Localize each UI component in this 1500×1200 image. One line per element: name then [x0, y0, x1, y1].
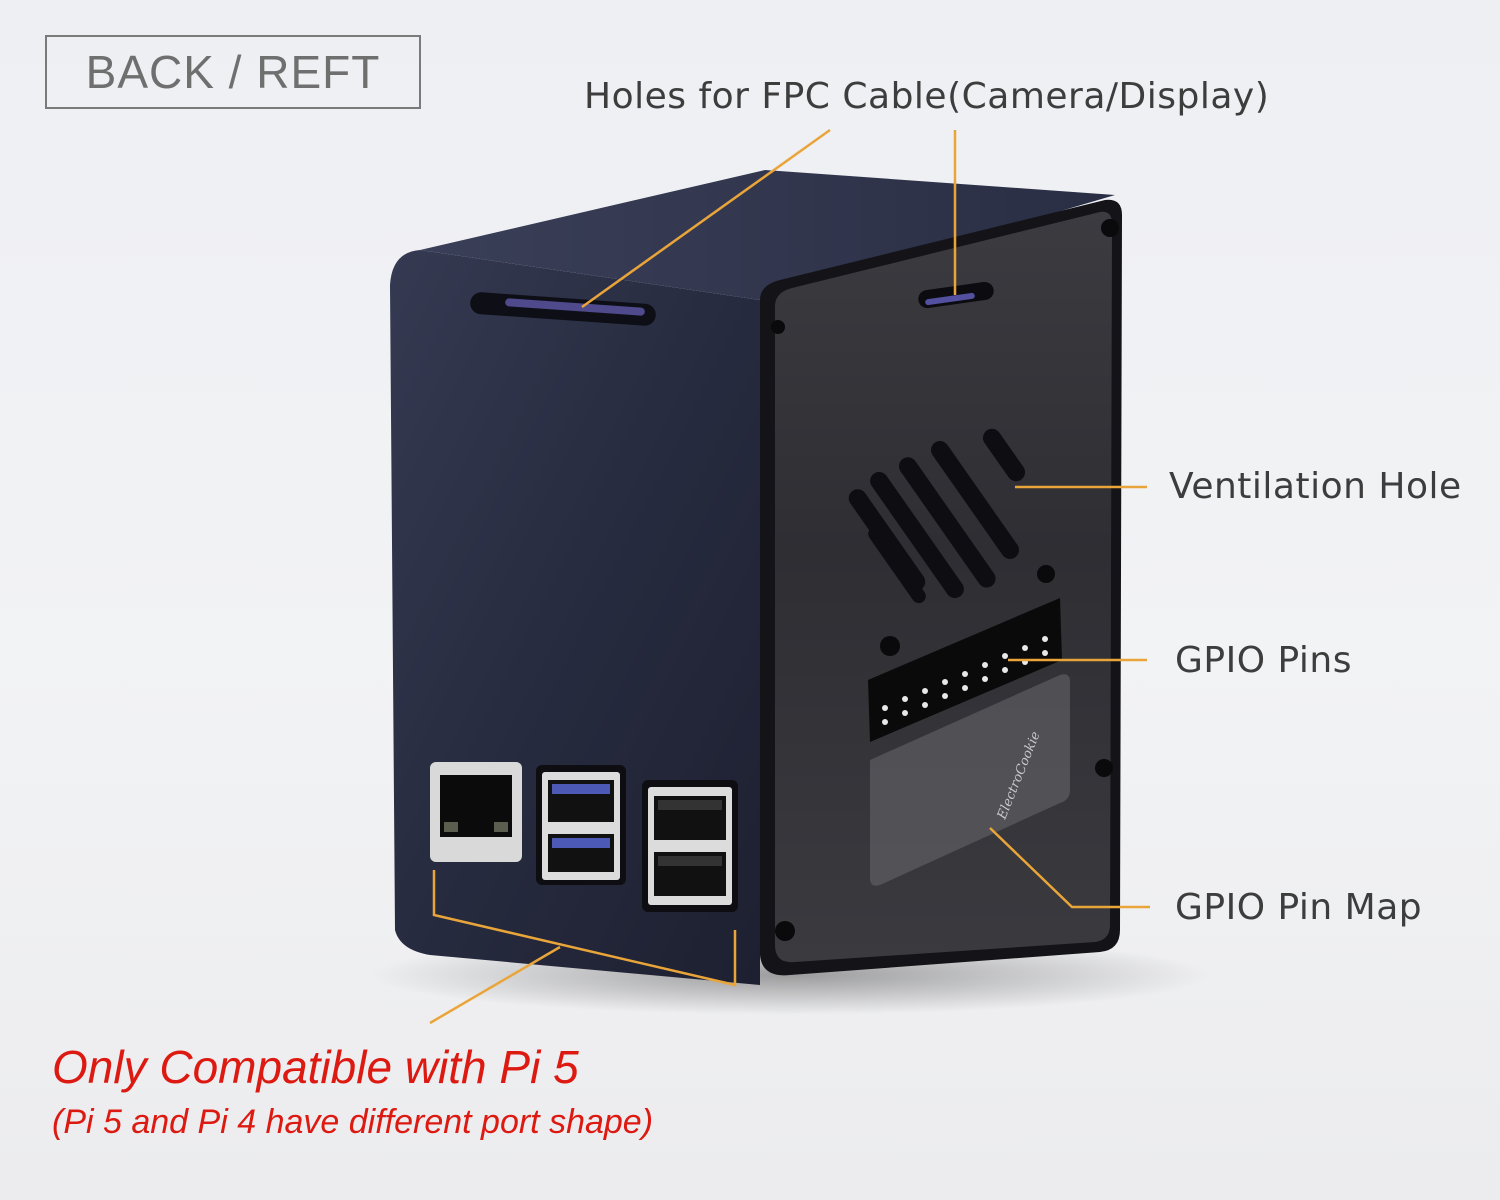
callout-gpio-pin-map: GPIO Pin Map	[1175, 887, 1423, 928]
acrylic-side-panel: ElectroCookie	[760, 199, 1122, 976]
screw-icon	[1095, 759, 1113, 777]
gpio-pin-map-sticker	[870, 674, 1070, 886]
gpio-header	[868, 598, 1062, 742]
callout-ventilation-hole: Ventilation Hole	[1169, 466, 1462, 507]
compatibility-title: Only Compatible with Pi 5	[52, 1041, 579, 1093]
ethernet-port	[430, 762, 522, 862]
compatibility-subtitle: (Pi 5 and Pi 4 have different port shape…	[52, 1103, 654, 1141]
screw-icon	[880, 636, 900, 656]
screw-icon	[771, 320, 785, 334]
view-badge-label: BACK / REFT	[85, 46, 381, 98]
callout-gpio-pins: GPIO Pins	[1175, 640, 1352, 681]
screw-icon	[1101, 219, 1119, 237]
callout-fpc-holes: Holes for FPC Cable(Camera/Display)	[584, 76, 1270, 117]
ventilation-slots	[848, 428, 1026, 604]
usb3-ports	[536, 765, 626, 885]
view-badge: BACK / REFT	[45, 35, 421, 109]
screw-icon	[775, 921, 795, 941]
screw-icon	[1037, 565, 1055, 583]
usb2-ports	[642, 780, 738, 912]
leader-lines	[429, 128, 1150, 1025]
